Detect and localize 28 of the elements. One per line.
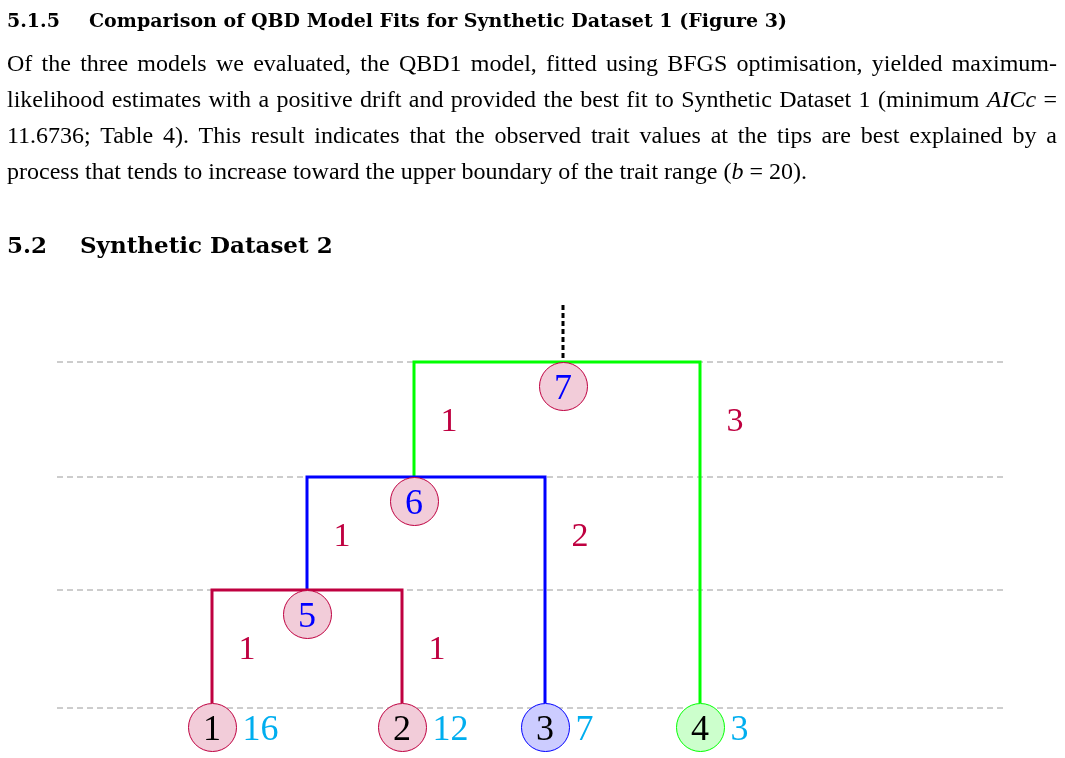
node-number: 4 — [691, 709, 709, 746]
section-heading: Comparison of QBD Model Fits for Synthetic Dataset 1 (Figure 3) — [89, 8, 787, 32]
leaf-value: 3 — [730, 709, 749, 746]
section-number: 5.2 — [7, 230, 47, 260]
section-number: 5.1.5 — [7, 8, 60, 32]
edge-label: 1 — [333, 518, 351, 552]
edge-label: 1 — [238, 631, 256, 665]
branch-line — [305, 475, 414, 590]
edge-label: 2 — [571, 518, 589, 552]
body-paragraph: Of the three models we evaluated, the QBD1 model, fitted using BFGS optimisation, yielded maximum-likelihood estimates with a positive drift and provided the best fit to Synthetic Dataset 1 (minimum AICc = 11.6736; Table 4). This result indicates that the observed trait values at the tips are best explained by a process that tends to increase toward the upper boundary of the trait range (b = 20). — [7, 49, 1057, 186]
node-number: 3 — [536, 709, 554, 746]
node-number: 5 — [298, 596, 316, 633]
leaf-value: 16 — [242, 709, 279, 746]
edge-label: 1 — [428, 631, 446, 665]
node-number: 6 — [405, 483, 423, 520]
branch-line — [412, 360, 563, 477]
leaf-value: 12 — [432, 709, 469, 746]
leaf-value: 7 — [575, 709, 594, 746]
branch-line — [307, 588, 404, 703]
edge-label: 3 — [726, 403, 744, 437]
node-number: 7 — [554, 368, 572, 405]
branch-line — [414, 475, 547, 703]
edge-label: 1 — [440, 403, 458, 437]
branch-line — [563, 360, 702, 703]
branch-line — [210, 588, 307, 703]
node-number: 1 — [203, 709, 221, 746]
section-heading: Synthetic Dataset 2 — [80, 230, 333, 260]
node-number: 2 — [393, 709, 411, 746]
